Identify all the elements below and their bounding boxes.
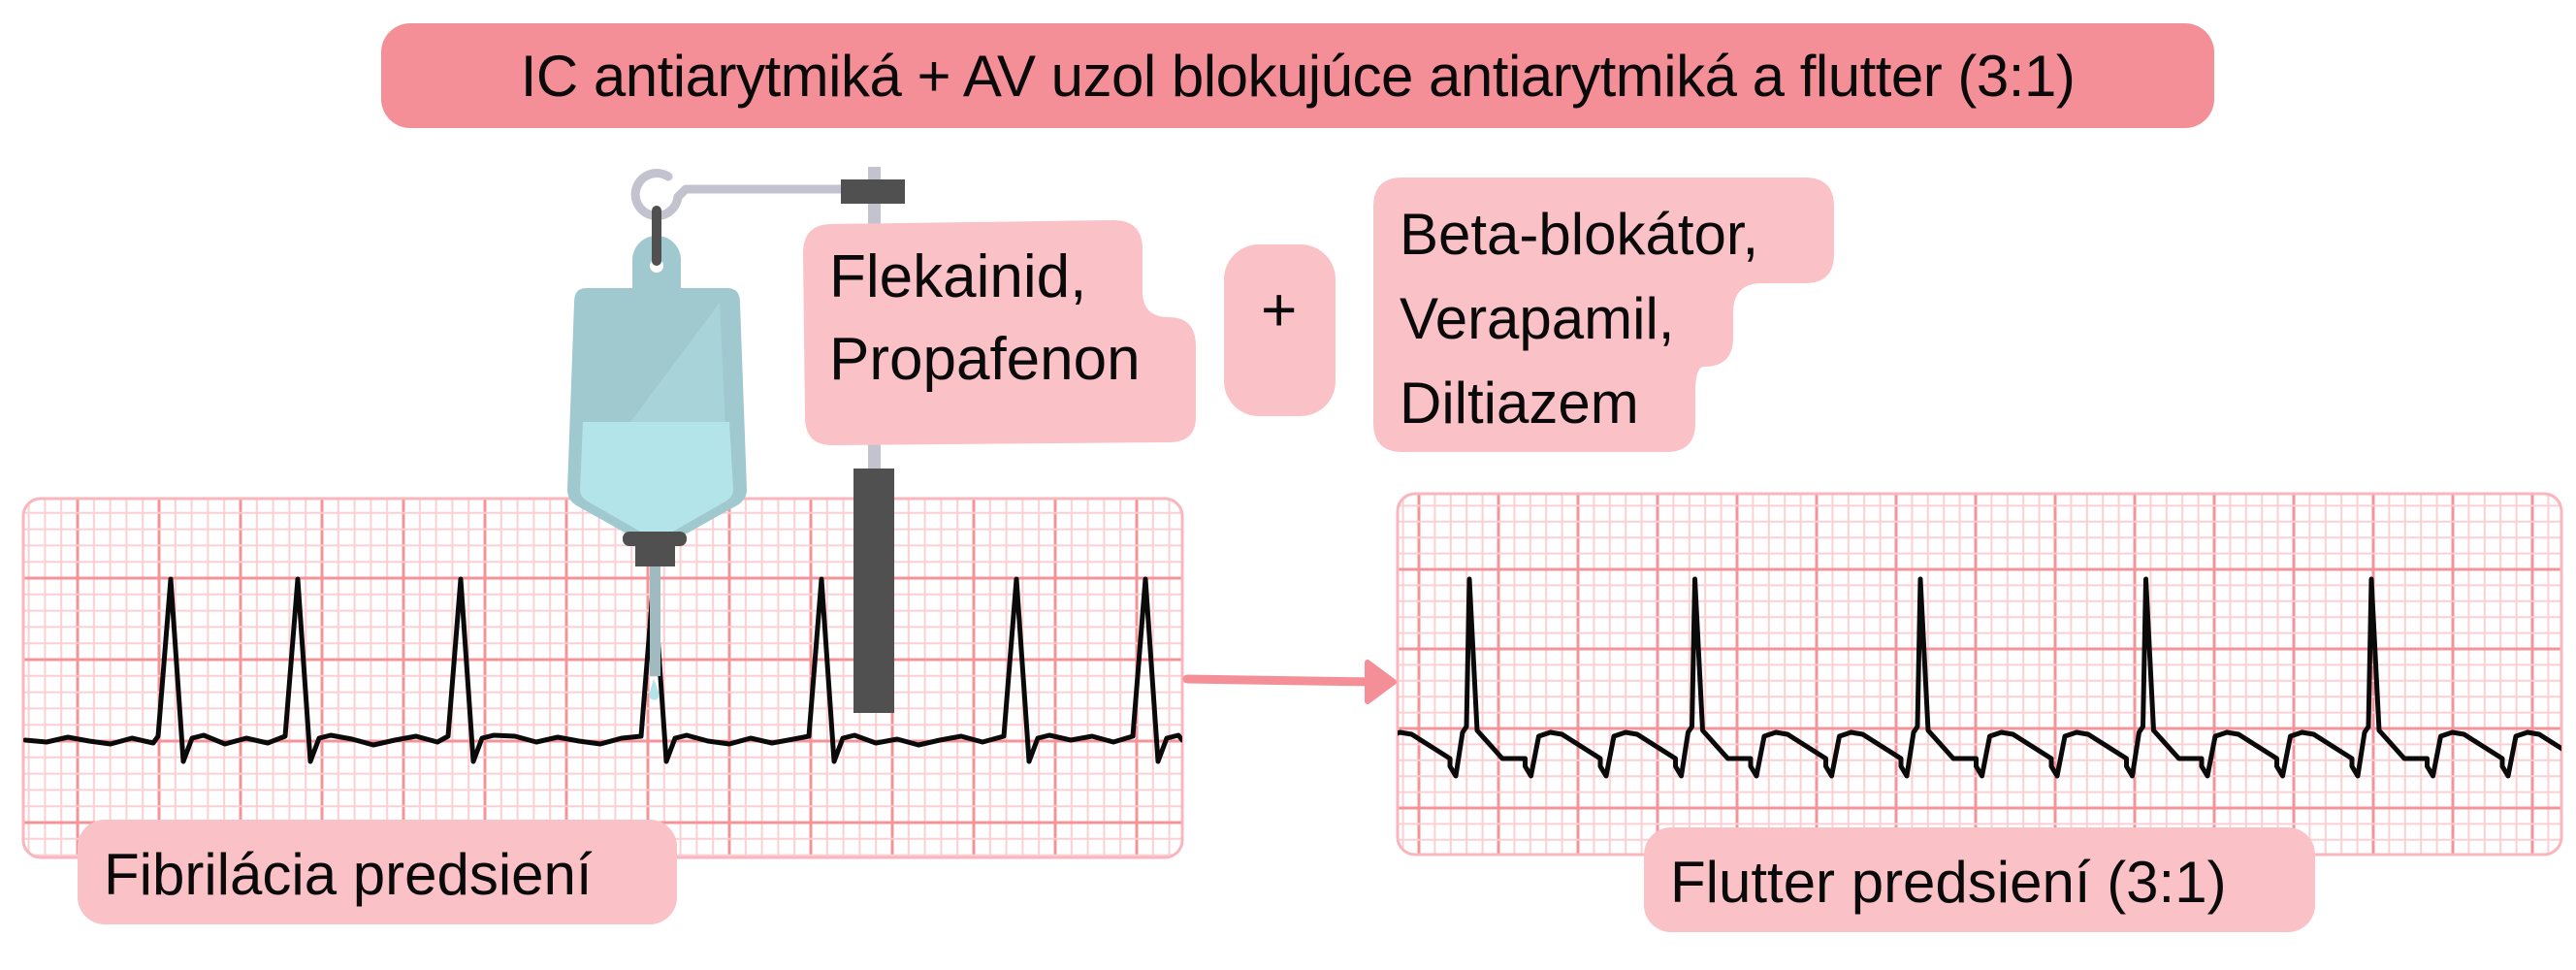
- drug-av-line-3: Diltiazem: [1400, 371, 1639, 436]
- af-label-box: [78, 820, 677, 924]
- drug-ic-line-2: Propafenon: [829, 326, 1141, 393]
- iv-infusion-bag-icon: [567, 206, 747, 700]
- title-banner: IC antiarytmiká + AV uzol blokujúce anti…: [381, 23, 2214, 128]
- drug-box-ic-shape: [803, 220, 1196, 445]
- drug-av-line-1: Beta-blokátor,: [1400, 202, 1759, 267]
- plus-sign: +: [1261, 275, 1298, 344]
- right-arrow-icon: [1182, 660, 1397, 704]
- af-label: Fibrilácia predsiení: [104, 842, 593, 907]
- diagram-title: IC antiarytmiká + AV uzol blokujúce anti…: [520, 43, 2076, 109]
- flutter-label-box: [1644, 827, 2315, 932]
- ecg-strip-atrial-flutter: [1396, 492, 2563, 857]
- drug-box-av-shape: [1373, 178, 1834, 452]
- iv-pole-icon: [630, 167, 905, 713]
- drug-ic-line-1: Flekainid,: [829, 243, 1087, 310]
- plus-box: [1224, 244, 1336, 416]
- flutter-label: Flutter predsiení (3:1): [1670, 850, 2227, 915]
- drug-av-line-2: Verapamil,: [1400, 286, 1675, 351]
- ecg-strip-atrial-fibrillation: [21, 497, 1184, 859]
- ecg-trace-flutter: [1398, 576, 2561, 779]
- ecg-trace-af: [23, 576, 1182, 764]
